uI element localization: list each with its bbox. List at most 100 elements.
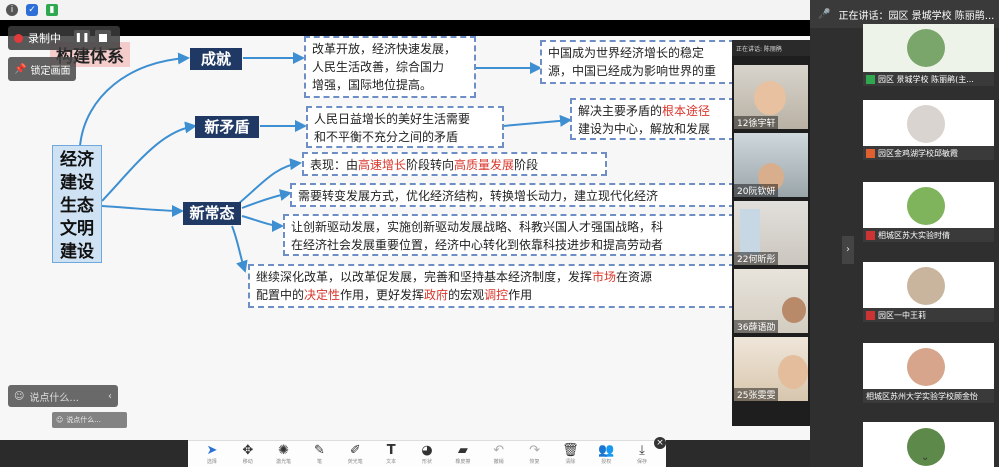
- video-strip: 正在讲话: 陈丽鹃 12徐宇轩 20阮钦妍 22何昕彤 36薛语劭 25张雯雯: [732, 40, 810, 426]
- video-tile[interactable]: 36薛语劭: [734, 269, 808, 333]
- move-icon: ✥: [242, 442, 254, 458]
- video-tile-name: 36薛语劭: [734, 320, 779, 333]
- shield-icon[interactable]: ✓: [26, 4, 38, 16]
- text-icon: T: [386, 442, 396, 458]
- highlighter-icon: ✐: [349, 442, 361, 458]
- lock-screen-button[interactable]: 📌 锁定画面: [8, 57, 76, 81]
- stop-recording-button[interactable]: [95, 30, 111, 46]
- text-run: 阶段转向: [406, 158, 455, 172]
- cursor-icon: ➤: [206, 442, 218, 458]
- pen-tool-button[interactable]: ✎笔: [306, 442, 332, 465]
- video-tile[interactable]: 12徐宇轩: [734, 65, 808, 129]
- participant-tile[interactable]: ⌄: [863, 422, 994, 467]
- participant-name: 园区一中王莉: [878, 310, 926, 320]
- highlight-text: 市场: [592, 270, 617, 284]
- participant-label: 园区一中王莉: [863, 308, 994, 322]
- manifestation-box: 表现：由高速增长阶段转向高质量发展阶段: [302, 152, 607, 176]
- participant-avatar: [907, 428, 945, 466]
- participant-name: 园区金鸡湖学校邱敏霞: [878, 148, 958, 158]
- chat-input-mini[interactable]: ☺ 说点什么...: [52, 412, 127, 428]
- innovation-box: 让创新驱动发展，实施创新驱动发展战略、科教兴国人才强国战略，科 在经济社会发展重…: [283, 214, 735, 256]
- participant-avatar: [907, 187, 945, 225]
- main-topic-box: 经济 建设 生态 文明 建设: [52, 145, 102, 263]
- pen-icon: ✎: [314, 442, 325, 458]
- video-tile[interactable]: 22何昕彤: [734, 201, 808, 265]
- screen-share-icon: [866, 74, 875, 84]
- pause-recording-button[interactable]: ❚❚: [74, 30, 90, 46]
- move-tool-button[interactable]: ✥移动: [235, 442, 261, 465]
- shape-tool-button[interactable]: ◕形状: [414, 443, 440, 465]
- highlight-text: 政府: [424, 288, 449, 302]
- participant-face: [758, 163, 784, 191]
- node-achievement: 成就: [190, 48, 242, 70]
- lock-screen-label: 锁定画面: [30, 65, 71, 77]
- text-run: 表现：由: [310, 158, 359, 172]
- pin-icon: 📌: [14, 63, 27, 75]
- highlighter-tool-button[interactable]: ✐荧光笔: [342, 442, 368, 465]
- chat-placeholder: 说点什么...: [29, 392, 79, 404]
- video-tile[interactable]: 25张雯雯: [734, 337, 808, 401]
- text-run: 的宏观: [448, 288, 485, 302]
- highlight-text: 根本途径: [662, 104, 711, 118]
- highlight-text: 决定性: [304, 288, 341, 302]
- video-tile-name: 25张雯雯: [734, 388, 779, 401]
- text-line: 在经济社会发展重要位置，经济中心转化到依靠科技进步和提高劳动者: [291, 238, 664, 252]
- collapse-panel-button[interactable]: ›: [842, 236, 854, 264]
- collapse-chat-icon[interactable]: ‹: [108, 390, 112, 402]
- laser-tool-button[interactable]: ✺激光笔: [271, 443, 297, 465]
- tool-label: 清除: [565, 458, 576, 465]
- participant-face: [778, 355, 808, 389]
- signal-icon[interactable]: ▮: [46, 4, 58, 16]
- download-icon: ⤓: [639, 442, 645, 458]
- tool-label: 授权: [601, 458, 612, 465]
- participant-face: [740, 209, 760, 255]
- participant-tile[interactable]: 相城区苏大实验时倩: [863, 182, 994, 242]
- scroll-down-icon[interactable]: ⌄: [921, 452, 930, 463]
- video-tile[interactable]: 20阮钦妍: [734, 133, 808, 197]
- video-tile-name: 22何昕彤: [734, 252, 779, 265]
- cursor-tool-button[interactable]: ➤选择: [199, 442, 225, 465]
- undo-button[interactable]: ↶撤销: [486, 443, 512, 465]
- chat-placeholder: 说点什么...: [66, 416, 101, 424]
- authorize-button[interactable]: 👥授权: [593, 442, 619, 465]
- top-status-bar: i ✓ ▮: [0, 0, 810, 20]
- emoji-icon[interactable]: ☺: [56, 416, 64, 424]
- text-run: 解决主要矛盾的: [578, 104, 663, 118]
- text-run: 需要转变发展方式，优化经济结构，转换增长动力，建立现代化经济: [298, 189, 659, 203]
- participant-label: 园区 景城学校 陈丽鹃(主...: [863, 72, 994, 86]
- record-dot-icon: [14, 33, 23, 43]
- contradiction-box: 人民日益增长的美好生活需要 和不平衡不充分之间的矛盾: [306, 106, 504, 148]
- text-line: 和不平衡不充分之间的矛盾: [314, 130, 459, 144]
- save-button[interactable]: ⤓保存: [629, 442, 655, 465]
- highlight-text: 调控: [484, 288, 509, 302]
- participant-label: 相城区苏州大学实验学校顾金怡: [863, 389, 994, 403]
- participant-face: [754, 81, 786, 115]
- redo-button[interactable]: ↷恢复: [522, 443, 548, 465]
- info-icon[interactable]: i: [6, 4, 18, 16]
- text-run: 阶段: [514, 158, 539, 172]
- transform-box: 需要转变发展方式，优化经济结构，转换增长动力，建立现代化经济: [290, 183, 735, 207]
- tool-label: 笔: [316, 458, 322, 465]
- participant-tile[interactable]: 园区金鸡湖学校邱敏霞: [863, 100, 994, 160]
- participant-avatar: [907, 105, 945, 143]
- participant-label: 相城区苏大实验时倩: [863, 228, 994, 242]
- screen-share-header: [0, 20, 810, 36]
- participant-tile[interactable]: 园区 景城学校 陈丽鹃(主...: [863, 24, 994, 86]
- video-strip-header: 正在讲话: 陈丽鹃: [732, 40, 810, 56]
- tool-label: 形状: [421, 458, 432, 465]
- eraser-tool-button[interactable]: ▰橡皮擦: [450, 443, 476, 465]
- users-icon: 👥: [598, 442, 615, 458]
- text-line: 人民生活改善，综合国力: [312, 60, 445, 74]
- participant-tile[interactable]: 相城区苏州大学实验学校顾金怡: [863, 343, 994, 403]
- text-line: 解决主要矛盾的根本途径: [578, 102, 727, 120]
- participant-tile[interactable]: 园区一中王莉: [863, 262, 994, 322]
- participant-face: [782, 297, 806, 323]
- text-run: 配置中的: [256, 288, 305, 302]
- chat-input[interactable]: ☺ 说点什么... ‹: [8, 385, 118, 407]
- clear-button[interactable]: 🗑清除: [557, 443, 583, 465]
- participant-avatar: [907, 29, 945, 67]
- text-line: 人民日益增长的美好生活需要: [314, 112, 471, 126]
- close-toolbar-button[interactable]: ×: [654, 437, 666, 449]
- emoji-icon[interactable]: ☺: [14, 390, 25, 402]
